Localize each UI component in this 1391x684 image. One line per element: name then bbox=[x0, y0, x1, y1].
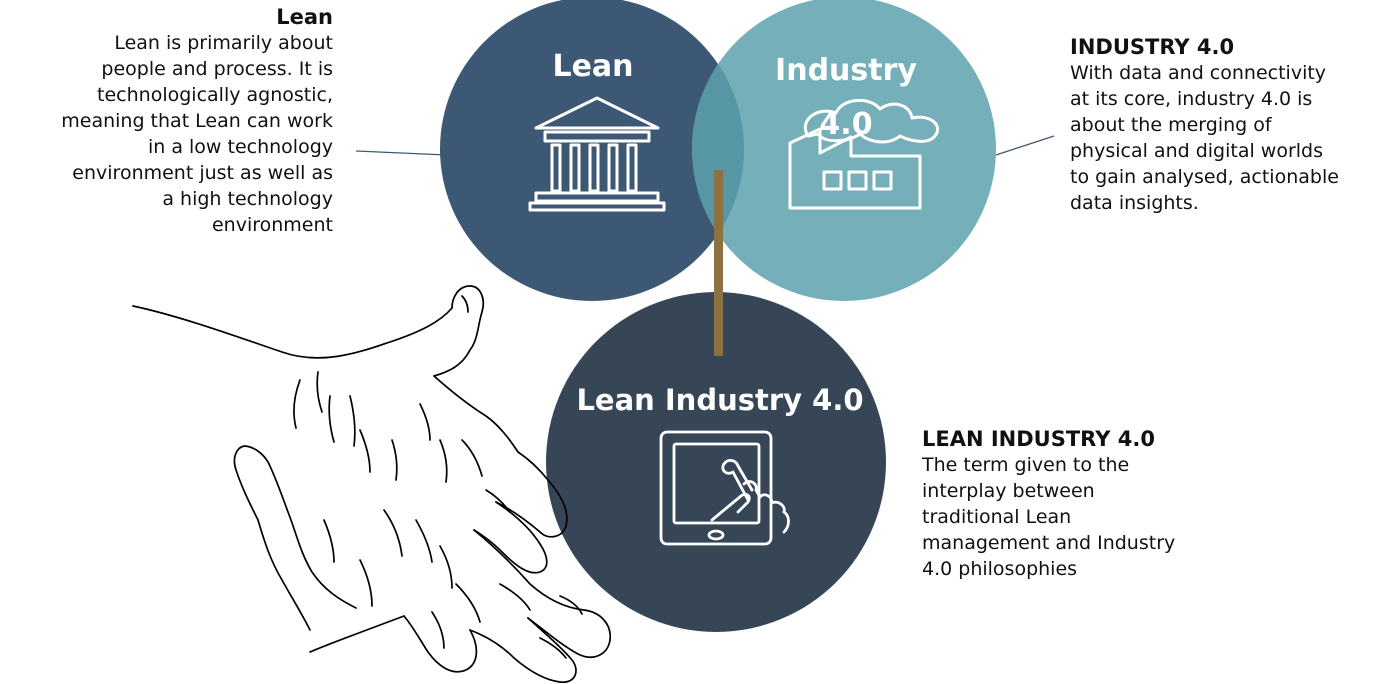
lean-industry-description-body: The term given to the interplay between … bbox=[922, 452, 1242, 582]
industry-description-line: physical and digital worlds bbox=[1070, 140, 1324, 162]
lean-industry-description-line: interplay between bbox=[922, 480, 1095, 502]
open-hand-icon bbox=[132, 285, 611, 683]
industry-description: INDUSTRY 4.0 With data and connectivity … bbox=[1070, 34, 1390, 216]
industry-circle bbox=[692, 0, 996, 301]
lean-industry-description: LEAN INDUSTRY 4.0 The term given to the … bbox=[922, 426, 1242, 582]
lean-description-title: Lean bbox=[276, 5, 333, 29]
connector-bar bbox=[714, 170, 723, 356]
lean-description-line: technologically agnostic, bbox=[97, 84, 333, 106]
industry-circle-label: Industry bbox=[775, 53, 917, 88]
lean-industry-description-line: The term given to the bbox=[922, 454, 1130, 476]
lean-description: Lean Lean is primarily about people and … bbox=[0, 4, 333, 238]
lean-description-line: in a low technology bbox=[147, 136, 333, 158]
lean-description-line: meaning that Lean can work bbox=[61, 110, 333, 132]
industry-description-line: about the merging of bbox=[1070, 114, 1272, 136]
lean-description-line: environment just as well as bbox=[72, 162, 333, 184]
lean-circle-label: Lean bbox=[552, 49, 633, 84]
lean-description-line: Lean is primarily about bbox=[114, 32, 333, 54]
lean-callout-line bbox=[355, 150, 448, 156]
bank-building-icon bbox=[528, 96, 666, 212]
lean-description-line: environment bbox=[211, 214, 333, 236]
lean-industry-description-line: traditional Lean bbox=[922, 506, 1072, 528]
lean-industry-circle bbox=[546, 292, 886, 632]
industry-description-line: data insights. bbox=[1070, 192, 1199, 214]
tablet-touch-icon bbox=[659, 430, 790, 546]
lean-description-line: a high technology bbox=[162, 188, 333, 210]
industry-description-title: INDUSTRY 4.0 bbox=[1070, 35, 1235, 59]
lean-circle bbox=[440, 0, 744, 301]
industry-callout-line bbox=[995, 135, 1055, 156]
factory-cloud-icon bbox=[788, 99, 939, 210]
lean-industry-description-line: 4.0 philosophies bbox=[922, 558, 1078, 580]
industry-description-line: to gain analysed, actionable bbox=[1070, 166, 1339, 188]
industry-description-body: With data and connectivity at its core, … bbox=[1070, 60, 1390, 216]
lean-industry-description-line: management and Industry bbox=[922, 532, 1176, 554]
industry-description-line: With data and connectivity bbox=[1070, 62, 1327, 84]
lean-industry-circle-label: Lean Industry 4.0 bbox=[576, 383, 863, 417]
lean-description-line: people and process. It is bbox=[101, 58, 333, 80]
lean-industry-description-title: LEAN INDUSTRY 4.0 bbox=[922, 427, 1155, 451]
lean-description-body: Lean is primarily about people and proce… bbox=[0, 30, 333, 238]
industry-description-line: at its core, industry 4.0 is bbox=[1070, 88, 1313, 110]
